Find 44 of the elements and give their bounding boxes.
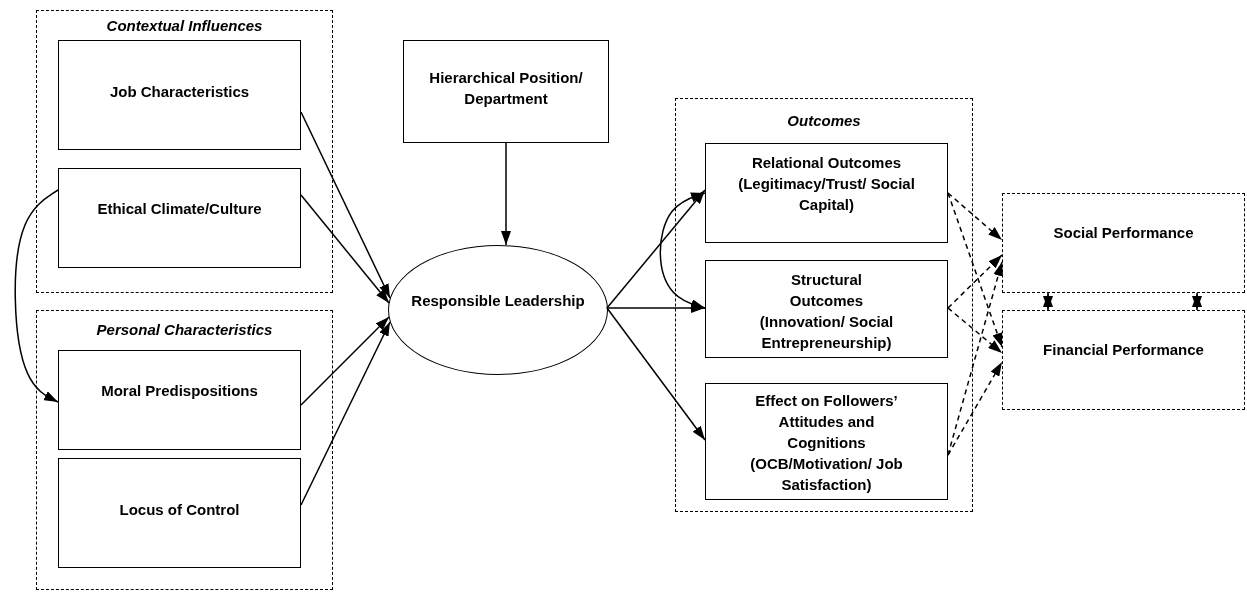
process-box <box>403 40 609 143</box>
outcome-frame <box>1002 193 1245 293</box>
node-label: Responsible Leadership <box>411 291 585 311</box>
group-frame <box>36 10 333 293</box>
arrow <box>300 316 390 406</box>
arrow <box>947 192 1003 348</box>
arrow <box>606 307 706 441</box>
arrow <box>947 361 1003 456</box>
process-box <box>58 350 301 450</box>
arrow <box>947 192 1003 241</box>
process-box <box>705 143 948 243</box>
process-box <box>705 383 948 500</box>
group-title: Outcomes <box>787 111 861 131</box>
node-label: Ethical Climate/Culture <box>97 199 262 219</box>
group-frame <box>675 98 973 512</box>
arrow <box>300 111 391 299</box>
node-label: Job Characteristics <box>109 82 250 102</box>
node-label: Effect on Followers’ Attitudes and Cognitions (OCB/Motivation/ Job Satisfaction) <box>749 391 904 495</box>
arrow <box>14 189 59 403</box>
arrow <box>606 189 706 309</box>
arrow <box>300 194 390 304</box>
arrow <box>501 142 511 246</box>
node-label: Hierarchical Position/ Department <box>428 68 584 109</box>
arrow <box>300 321 391 506</box>
group-title: Personal Characteristics <box>96 320 273 340</box>
arrow <box>947 254 1003 309</box>
node-label: Relational Outcomes (Legitimacy/Trust/ Social Capital) <box>737 153 916 215</box>
arrow <box>1043 292 1053 311</box>
outcome-frame <box>1002 310 1245 410</box>
arrow <box>947 261 1004 456</box>
arrow <box>659 192 706 309</box>
process-box <box>58 458 301 568</box>
node-label: Structural Outcomes (Innovation/ Social Entrepreneurship) <box>758 270 895 353</box>
process-box <box>58 168 301 268</box>
node-label: Social Performance <box>1053 223 1194 243</box>
node-label: Moral Predispositions <box>101 381 258 401</box>
process-box <box>705 260 948 358</box>
process-box <box>58 40 301 150</box>
arrow <box>947 307 1003 354</box>
arrow <box>1192 292 1202 311</box>
group-title: Contextual Influences <box>106 16 263 36</box>
node-label: Financial Performance <box>1043 340 1204 360</box>
group-frame <box>36 310 333 590</box>
node-label: Locus of Control <box>119 500 240 520</box>
